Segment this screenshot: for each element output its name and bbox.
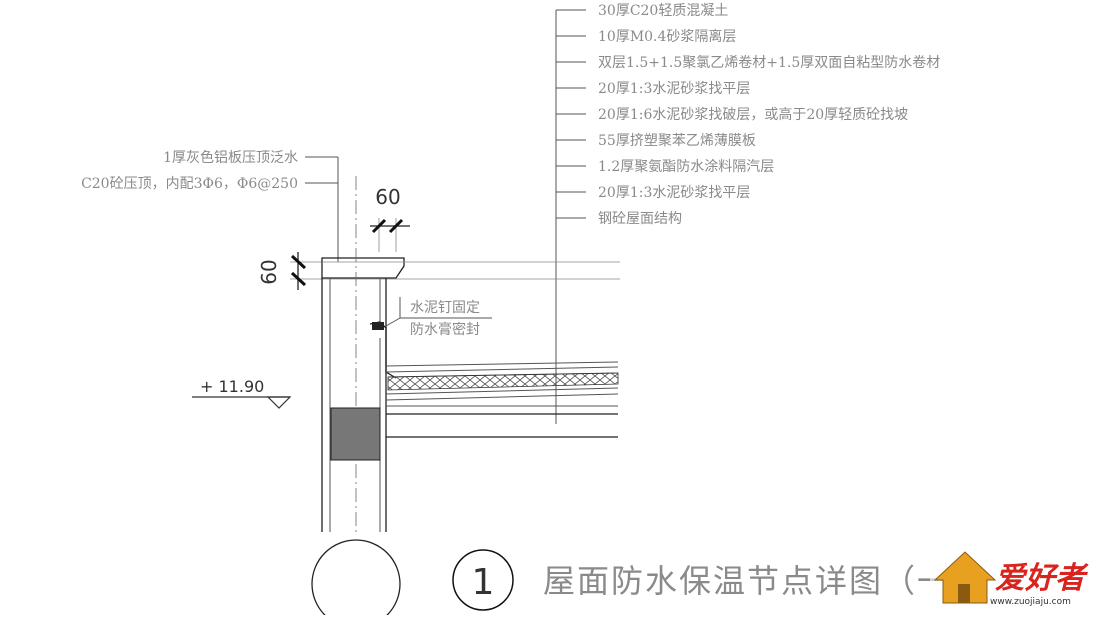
side-dimension-tick-bottom <box>290 271 307 287</box>
detail-number: 1 <box>472 562 495 603</box>
coping-cap <box>321 257 405 279</box>
layer-label-7: 20厚1:3水泥砂浆找平层 <box>598 185 750 201</box>
layer-label-4: 20厚1:6水泥砂浆找破层，或高于20厚轻质砼找坡 <box>598 106 908 123</box>
house-icon <box>933 551 997 604</box>
flashing-detail: 水泥钉固定 防水膏密封 <box>369 297 492 379</box>
note-sealant: 防水膏密封 <box>410 321 480 338</box>
layer-label-2: 双层1.5+1.5聚氯乙烯卷材+1.5厚双面自粘型防水卷材 <box>598 55 940 71</box>
drawing-title: 屋面防水保温节点详图（一） <box>543 562 985 600</box>
layer-label-6: 1.2厚聚氨酯防水涂料隔汽层 <box>598 159 774 175</box>
coping-concrete-label: C20砼压顶，内配3Φ6，Φ6@250 <box>81 176 298 192</box>
layer-label-5: 55厚挤塑聚苯乙烯薄膜板 <box>598 132 756 149</box>
house-door-icon <box>958 584 970 603</box>
top-dimension-tick-left <box>371 218 387 234</box>
layer-line-2 <box>385 366 619 373</box>
coping-callout: 1厚灰色铝板压顶泛水 C20砼压顶，内配3Φ6，Φ6@250 <box>81 149 339 262</box>
layer-line-1 <box>385 361 619 367</box>
flashing-strip <box>369 321 397 379</box>
watermark-url: www.zuojiaju.com <box>990 597 1071 607</box>
top-dimension-tick-right <box>388 218 404 234</box>
elevation-triangle <box>266 396 292 409</box>
layer-callout: 30厚C20轻质混凝土 10厚M0.4砂浆隔离层 双层1.5+1.5聚氯乙烯卷材… <box>555 3 940 424</box>
insulation-board <box>387 372 619 391</box>
axis-bubble <box>311 539 401 619</box>
note-leader <box>385 317 401 327</box>
parapet-wall <box>321 176 620 532</box>
layer-label-0: 30厚C20轻质混凝土 <box>598 3 728 19</box>
layer-label-8: 钢砼屋面结构 <box>598 211 682 227</box>
elevation-text: + 11.90 <box>200 377 264 396</box>
sealant-joint <box>372 322 384 330</box>
top-dimension-text: 60 <box>375 185 400 209</box>
ring-beam <box>330 407 381 461</box>
layer-line-5 <box>385 393 619 401</box>
watermark-brand: 爱好者 <box>995 561 1089 596</box>
side-dimension-text: 60 <box>257 259 281 284</box>
coping-flashing-label: 1厚灰色铝板压顶泛水 <box>163 149 298 166</box>
detail-number-circle <box>452 549 514 611</box>
side-dimension: 60 <box>257 252 322 290</box>
top-dimension: 60 <box>370 185 410 252</box>
layer-label-1: 10厚M0.4砂浆隔离层 <box>598 28 736 45</box>
note-nail-fixing: 水泥钉固定 <box>410 300 480 316</box>
roof-layers <box>385 361 619 438</box>
layer-label-3: 20厚1:3水泥砂浆找平层 <box>598 81 750 97</box>
side-dimension-tick-top <box>290 254 307 270</box>
watermark-logo: 爱好者 www.zuojiaju.com <box>930 548 1090 607</box>
elevation-mark: + 11.90 <box>192 377 292 409</box>
title-block: 1 屋面防水保温节点详图（一） <box>452 549 985 611</box>
layer-line-4 <box>385 387 619 395</box>
